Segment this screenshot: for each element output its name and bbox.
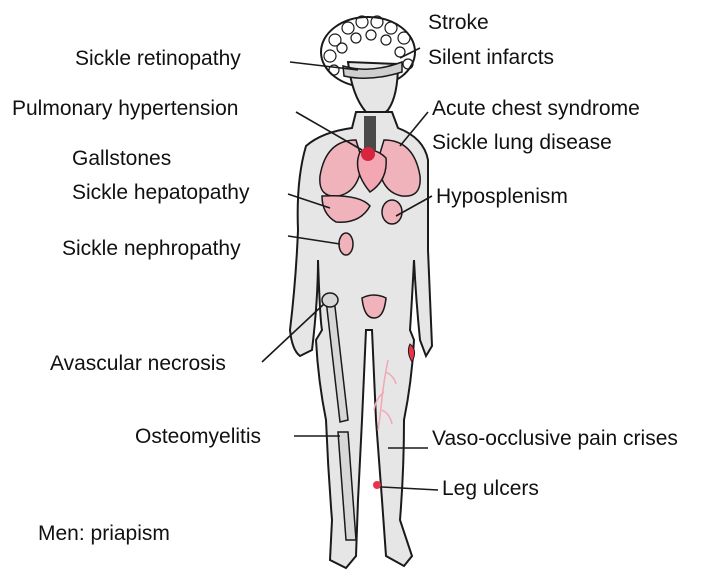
label-osteomyelitis: Osteomyelitis bbox=[135, 425, 261, 449]
label-sickle-nephropathy: Sickle nephropathy bbox=[62, 237, 241, 261]
label-sickle-lung-disease: Sickle lung disease bbox=[432, 131, 612, 155]
label-sickle-retinopathy: Sickle retinopathy bbox=[75, 47, 241, 71]
label-vaso-occlusive-pain-crises: Vaso-occlusive pain crises bbox=[432, 427, 678, 451]
kidney bbox=[339, 233, 353, 255]
label-sickle-hepatopathy: Sickle hepatopathy bbox=[72, 181, 249, 205]
label-stroke: Stroke bbox=[428, 11, 489, 35]
label-leg-ulcers: Leg ulcers bbox=[442, 477, 539, 501]
label-silent-infarcts: Silent infarcts bbox=[428, 46, 554, 70]
label-avascular-necrosis: Avascular necrosis bbox=[50, 352, 226, 376]
label-gallstones: Gallstones bbox=[72, 147, 171, 171]
label-hyposplenism: Hyposplenism bbox=[436, 185, 568, 209]
trachea bbox=[364, 116, 376, 150]
label-men-priapism: Men: priapism bbox=[38, 522, 170, 546]
label-acute-chest-syndrome: Acute chest syndrome bbox=[432, 97, 640, 121]
stomach bbox=[382, 200, 402, 224]
label-pulmonary-hypertension: Pulmonary hypertension bbox=[12, 97, 238, 121]
leg-ulcer-dot bbox=[373, 481, 381, 489]
heart-red bbox=[361, 147, 375, 161]
